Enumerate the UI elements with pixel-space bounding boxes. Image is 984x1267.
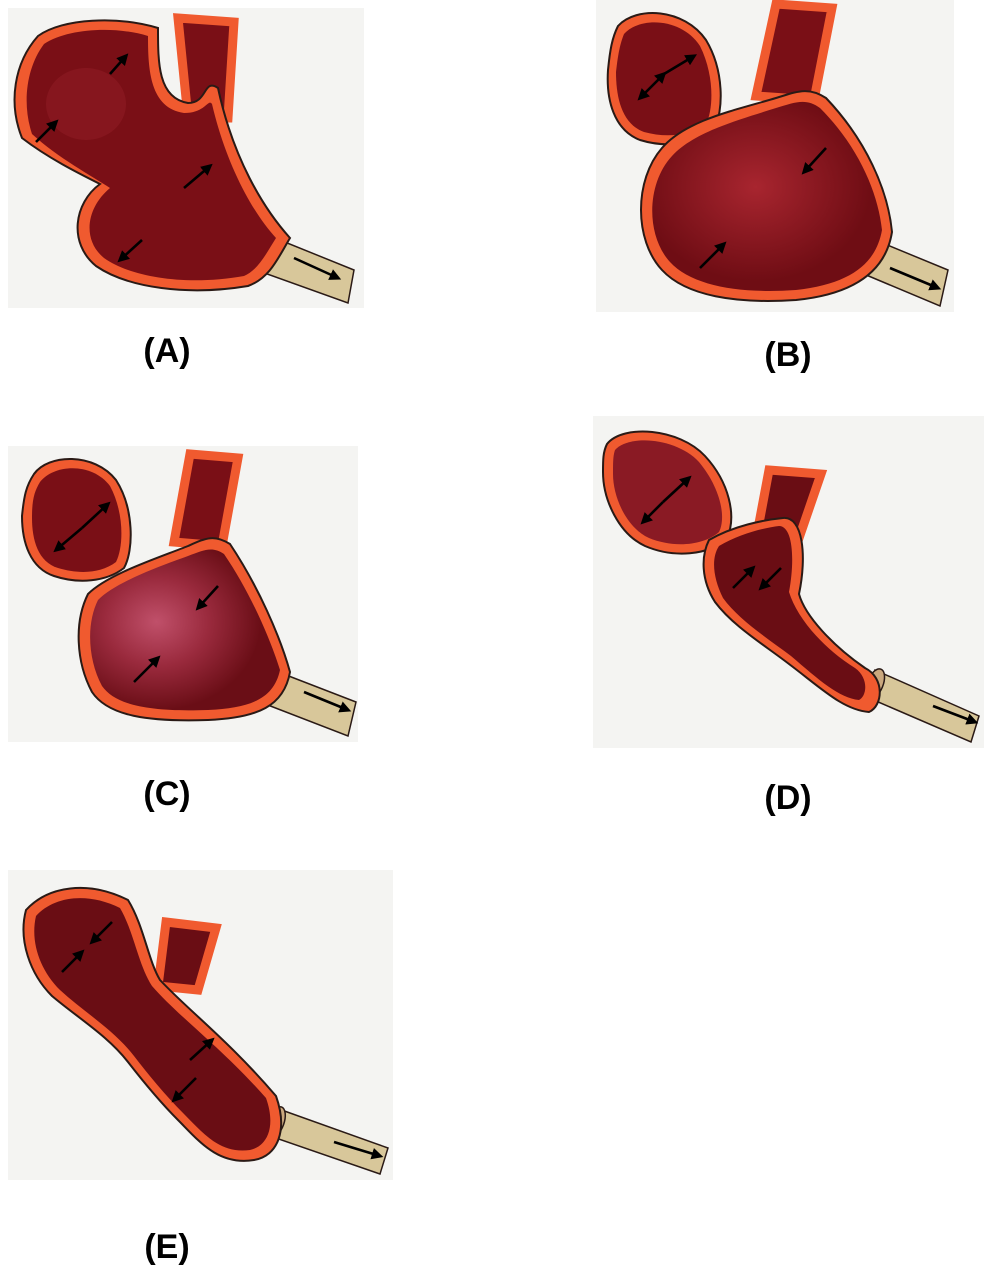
panel-label-e: (E) [107, 1228, 227, 1267]
panel-label-b: (B) [728, 336, 848, 375]
panel-label-d: (D) [728, 779, 848, 818]
panel-label-a: (A) [107, 332, 227, 371]
diagram-panel-d [593, 416, 984, 748]
diagram-panel-a [8, 8, 364, 308]
diagram-panel-c [8, 446, 358, 742]
diagram-panel-b [596, 0, 954, 312]
panel-label-c: (C) [107, 775, 227, 814]
diagram-panel-e [8, 870, 393, 1180]
